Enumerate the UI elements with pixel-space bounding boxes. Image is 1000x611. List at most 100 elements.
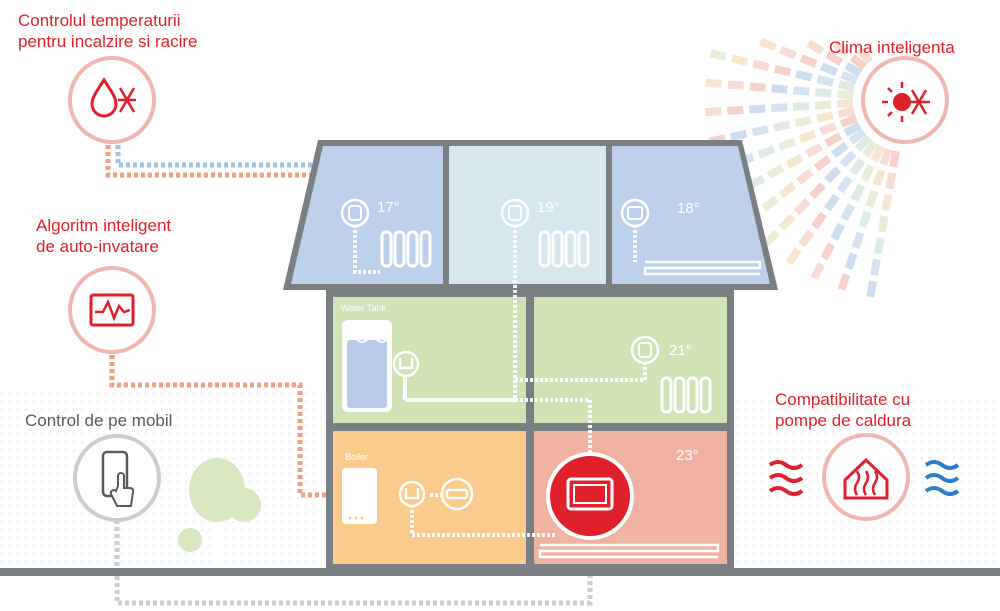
sun-ray-segment bbox=[820, 62, 838, 76]
valve-icon bbox=[392, 350, 420, 378]
sun-ray-segment bbox=[836, 99, 854, 109]
sun-ray-segment bbox=[816, 111, 834, 123]
boiler-icon bbox=[342, 468, 377, 524]
middle-right-devices bbox=[630, 335, 712, 414]
boiler-label: Boiler bbox=[345, 452, 368, 462]
ground-texture-left bbox=[0, 390, 330, 570]
sun-ray-segment bbox=[806, 39, 825, 55]
thermostat-icon bbox=[340, 198, 370, 228]
sun-ray-segment bbox=[820, 242, 836, 261]
sun-ray-segment bbox=[843, 121, 862, 137]
sun-ray-segment bbox=[873, 237, 885, 255]
sun-ray-segment bbox=[705, 78, 723, 88]
floor-heating-icon bbox=[538, 543, 720, 559]
sun-ray-segment bbox=[836, 90, 854, 100]
sun-ray-segment bbox=[810, 262, 826, 281]
sun-ray-segment bbox=[778, 213, 796, 231]
sun-ray-segment bbox=[839, 114, 858, 128]
sun-ray-segment bbox=[837, 80, 856, 92]
thermostat-icon bbox=[500, 198, 530, 228]
sun-ray-segment bbox=[773, 64, 792, 77]
thermostat-icon bbox=[620, 198, 650, 228]
sun-ray-segment bbox=[798, 229, 815, 248]
sun-ray-segment bbox=[811, 211, 827, 230]
sun-ray-segment bbox=[877, 215, 889, 233]
sun-ray-segment bbox=[840, 203, 855, 222]
sun-ray-segment bbox=[866, 280, 877, 298]
sun-ray-segment bbox=[785, 247, 802, 266]
sun-ray-segment bbox=[757, 145, 776, 159]
mobile-control-label: Control de pe mobil bbox=[25, 411, 173, 430]
sun-ray-segment bbox=[858, 210, 872, 229]
sun-ray-segment bbox=[851, 231, 865, 250]
sun-ray-segment bbox=[814, 88, 832, 98]
sun-ray-segment bbox=[773, 120, 791, 132]
sun-ray-segment bbox=[849, 54, 868, 71]
tree-icon bbox=[178, 458, 261, 568]
attic-left-temp: 17° bbox=[377, 199, 400, 216]
sun-ray-segment bbox=[889, 150, 900, 168]
floor-heating-icon bbox=[643, 260, 762, 276]
attic-left-devices bbox=[340, 198, 432, 268]
sun-ray-segment bbox=[798, 129, 817, 143]
receiver-icon bbox=[440, 477, 474, 511]
sun-ray-segment bbox=[727, 105, 744, 115]
sun-ray-segment bbox=[793, 197, 811, 215]
sun-ray-segment bbox=[761, 195, 779, 212]
attic-middle-devices bbox=[500, 198, 590, 268]
sun-rays bbox=[705, 37, 900, 298]
sun-ray-segment bbox=[824, 132, 843, 148]
sun-ray-segment bbox=[839, 150, 857, 168]
self-learning-label: Algoritm inteligent de auto-invatare bbox=[36, 216, 172, 256]
sun-ray-segment bbox=[848, 128, 867, 145]
sun-ray-segment bbox=[844, 62, 863, 78]
temperature-control-label: Controlul temperaturii pentru incalzire … bbox=[18, 11, 198, 51]
sun-ray-segment bbox=[850, 183, 865, 202]
sun-ray-segment bbox=[830, 222, 846, 241]
sun-ray-segment bbox=[795, 69, 813, 82]
sun-ray-segment bbox=[709, 49, 728, 61]
water-tank-icon bbox=[342, 320, 392, 412]
heat-waves-icon bbox=[768, 460, 804, 496]
sun-ray-segment bbox=[766, 164, 785, 180]
sun-ray-segment bbox=[881, 193, 893, 211]
sun-ray-segment bbox=[879, 148, 893, 166]
sun-ray-segment bbox=[813, 155, 832, 172]
attic-right-temp: 18° bbox=[677, 200, 700, 217]
sun-ray-segment bbox=[865, 189, 879, 208]
sun-ray-segment bbox=[778, 182, 797, 199]
sun-ray-segment bbox=[758, 37, 777, 52]
sun-ray-segment bbox=[752, 59, 770, 72]
attic-right-room bbox=[612, 146, 770, 284]
sun-ray-segment bbox=[870, 144, 885, 163]
sun-ray-segment bbox=[885, 172, 897, 190]
sun-ray-segment bbox=[794, 116, 812, 128]
sun-ray-segment bbox=[860, 164, 875, 183]
sun-ray-segment bbox=[727, 80, 744, 90]
sun-ray-segment bbox=[796, 168, 814, 185]
sun-ray-segment bbox=[872, 168, 886, 187]
radiator-icon bbox=[380, 230, 432, 268]
sun-ray-segment bbox=[771, 103, 788, 113]
sun-ray-segment bbox=[849, 157, 866, 176]
mobile-control-icon bbox=[73, 434, 161, 522]
sun-ray-segment bbox=[805, 143, 823, 158]
central-controller-icon bbox=[546, 452, 634, 540]
sun-ray-segment bbox=[823, 193, 840, 212]
sun-ray-segment bbox=[836, 175, 853, 194]
sun-ray-segment bbox=[730, 54, 749, 67]
water-tank-label: Water Tank bbox=[341, 303, 387, 313]
sun-ray-segment bbox=[854, 134, 872, 152]
sun-ray-segment bbox=[814, 100, 832, 110]
middle-right-temp: 21° bbox=[669, 342, 692, 359]
sun-ray-segment bbox=[809, 182, 826, 200]
sun-ray-segment bbox=[763, 229, 781, 247]
sun-ray-segment bbox=[779, 46, 798, 60]
sun-ray-segment bbox=[837, 106, 855, 119]
attic-right-devices bbox=[620, 198, 762, 276]
sun-ray-segment bbox=[870, 258, 881, 276]
sun-ray-segment bbox=[832, 40, 851, 57]
sun-ray-segment bbox=[749, 104, 766, 114]
sun-ray-segment bbox=[792, 101, 810, 111]
ground-right-temp: 23° bbox=[676, 447, 699, 464]
